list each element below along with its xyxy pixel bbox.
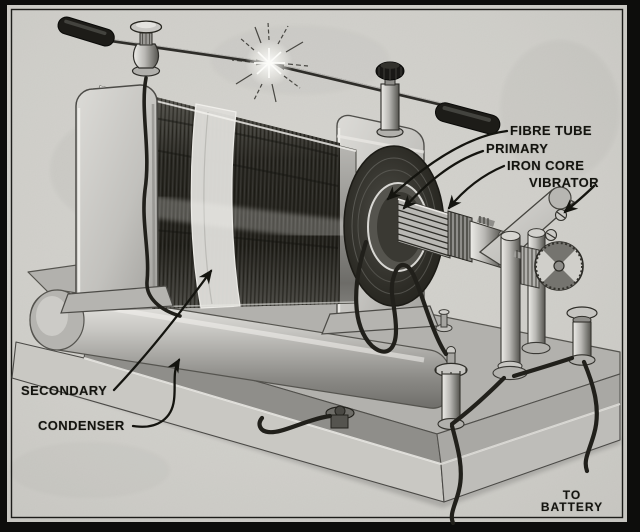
- adjustment-knob: [534, 241, 584, 291]
- arrow-condenser: [131, 358, 181, 428]
- iron-core: [397, 197, 509, 269]
- label-condenser: CONDENSER: [38, 418, 125, 433]
- battery-wire-left: [449, 423, 463, 526]
- spark: [231, 21, 309, 103]
- wire-post-to-standard: [449, 375, 507, 427]
- secondary-coil: [98, 85, 358, 311]
- primary-lead-loop: [354, 239, 449, 357]
- right-terminal-post: [375, 61, 405, 138]
- label-iron-core: IRON CORE: [507, 158, 585, 173]
- arrow-primary: [402, 149, 485, 210]
- arrow-vibrator: [563, 184, 596, 214]
- connection-wires: [257, 239, 599, 526]
- label-to-battery-line2: BATTERY: [540, 500, 604, 514]
- arrow-fibre-tube: [386, 129, 509, 201]
- vibrator-assembly: [477, 186, 584, 381]
- battery-wire-right: [581, 359, 599, 474]
- knurled-collar: [447, 210, 473, 263]
- inner-rule: [10, 8, 624, 519]
- wire-standard-to-post: [511, 355, 575, 379]
- left-terminal-post: [129, 20, 163, 77]
- label-fibre-tube: FIBRE TUBE: [510, 123, 592, 138]
- secondary-terminal-wire: [142, 76, 182, 318]
- label-primary: PRIMARY: [486, 141, 549, 156]
- label-vibrator: VIBRATOR: [529, 175, 599, 190]
- wire-small-post: [257, 413, 333, 435]
- left-end-plate: [60, 84, 174, 314]
- right-plate-foot: [321, 305, 439, 335]
- left-plate-foot: [60, 285, 174, 314]
- label-to-battery: TO BATTERY: [534, 489, 610, 513]
- binding-post-right: [566, 306, 598, 366]
- right-handle: [434, 102, 501, 135]
- left-handle: [57, 16, 115, 47]
- arrow-iron-core: [447, 164, 506, 210]
- callout-arrows: [112, 129, 596, 428]
- arrow-secondary: [112, 269, 213, 392]
- label-to-battery-line1: TO: [562, 488, 582, 502]
- label-secondary: SECONDARY: [21, 383, 108, 398]
- binding-post-left-small: [325, 405, 355, 429]
